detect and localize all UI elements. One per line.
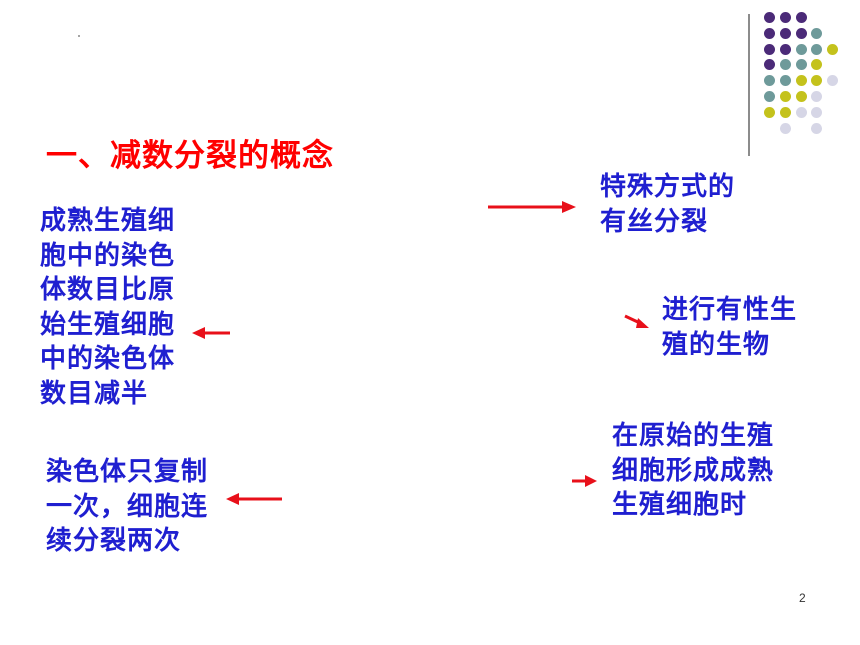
decorative-dot <box>827 75 839 87</box>
replication-line: 续分裂两次 <box>46 526 182 556</box>
decorative-dot <box>779 12 791 23</box>
page-number: 2 <box>799 591 806 605</box>
slide-title: 一、减数分裂的概念 <box>46 138 334 174</box>
arrow-left-to-replication <box>226 493 282 505</box>
arrow-to-timing <box>572 475 597 487</box>
timing-text: 在原始的生殖 细胞形成成熟 生殖细胞时 <box>612 419 774 523</box>
decorative-dot <box>78 35 80 37</box>
decorative-dot <box>795 59 807 71</box>
definition-line: 始生殖细胞 <box>40 309 176 340</box>
decorative-dot <box>764 75 775 87</box>
decorative-dot <box>811 122 823 134</box>
arrow-left-to-definition <box>192 327 230 339</box>
organisms-line: 殖的生物 <box>662 329 771 360</box>
decorative-dot <box>779 43 791 55</box>
decorative-dot <box>779 106 791 118</box>
decorative-dot <box>779 75 791 87</box>
replication-text: 染色体只复制 一次，细胞连 续分裂两次 <box>46 455 208 559</box>
decorative-dot <box>795 106 807 118</box>
definition-line: 中的染色体 <box>40 344 176 374</box>
definition-line: 成熟生殖细 <box>40 206 176 236</box>
replication-line: 染色体只复制 <box>46 457 209 487</box>
definition-line: 数目减半 <box>40 378 149 409</box>
decorative-dot <box>764 27 775 39</box>
arrow-to-organisms <box>624 314 649 328</box>
definition-line: 胞中的染色 <box>40 240 176 271</box>
decorative-vertical-line <box>748 14 750 156</box>
decorative-dot <box>795 43 807 55</box>
organisms-text: 进行有性生 殖的生物 <box>662 293 797 362</box>
decorative-dot <box>811 27 823 39</box>
decorative-dot <box>827 43 839 55</box>
decorative-dot <box>811 106 823 118</box>
decorative-dot <box>795 91 807 102</box>
special-division-text: 特殊方式的 有丝分裂 <box>600 170 735 239</box>
decorative-dot <box>764 59 775 71</box>
replication-line: 一次，细胞连 <box>46 491 209 522</box>
decorative-dot <box>811 59 823 71</box>
special-division-line: 有丝分裂 <box>600 206 709 237</box>
timing-line: 细胞形成成熟 <box>612 455 775 486</box>
decorative-dot <box>811 91 823 102</box>
decorative-dot <box>795 75 807 87</box>
decorative-dot <box>811 75 823 87</box>
decorative-dot <box>779 91 791 102</box>
decorative-dot <box>779 59 791 71</box>
decorative-dot <box>795 27 807 39</box>
decorative-dot-grid <box>764 12 844 136</box>
decorative-dot <box>764 12 775 23</box>
decorative-dot <box>764 91 775 102</box>
decorative-dot <box>779 122 791 134</box>
timing-line: 生殖细胞时 <box>612 490 748 520</box>
arrow-right-to-special-division <box>488 201 576 213</box>
decorative-dot <box>795 12 807 23</box>
decorative-dot <box>811 43 823 55</box>
organisms-line: 进行有性生 <box>662 295 798 325</box>
special-division-line: 特殊方式的 <box>600 172 736 202</box>
decorative-dot <box>779 27 791 39</box>
definition-line: 体数目比原 <box>40 275 176 305</box>
decorative-dot <box>764 106 775 118</box>
timing-line: 在原始的生殖 <box>612 421 775 451</box>
decorative-dot <box>764 43 775 55</box>
definition-text: 成熟生殖细 胞中的染色 体数目比原 始生殖细胞 中的染色体 数目减半 <box>40 204 175 411</box>
